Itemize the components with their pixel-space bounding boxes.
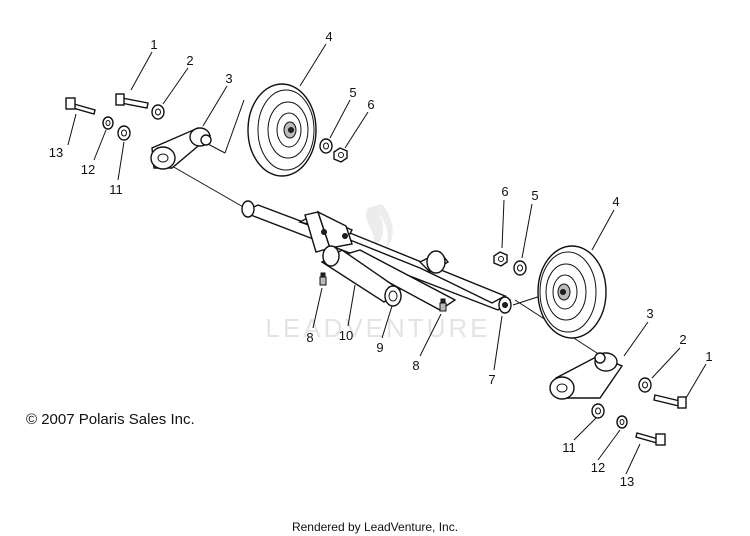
idler-wheel-left — [247, 83, 317, 177]
bolt-left-upper — [115, 93, 149, 109]
lock-washer-right — [616, 415, 628, 429]
pivot-tube — [320, 245, 450, 307]
washer-right-upper — [638, 377, 652, 393]
callout-8-right: 8 — [412, 358, 419, 373]
callout-6-left: 6 — [367, 97, 374, 112]
callout-11-left: 11 — [109, 182, 123, 197]
callout-13-right: 13 — [620, 474, 634, 489]
nut-wheel-right — [493, 251, 508, 267]
callout-5-right: 5 — [531, 188, 538, 203]
washer-wheel-right — [513, 260, 527, 276]
a-arm-frame — [298, 210, 507, 311]
callout-12-right: 12 — [591, 460, 605, 475]
flat-washer-right — [591, 403, 605, 419]
callout-4-left: 4 — [325, 29, 332, 44]
washer-wheel-left — [319, 138, 333, 154]
callout-labels: 1 2 3 4 5 6 13 12 11 6 5 4 3 2 1 8 10 9 … — [49, 29, 713, 489]
callout-13-left: 13 — [49, 145, 63, 160]
flat-washer-left — [117, 125, 131, 141]
idler-wheel-right — [537, 245, 607, 339]
watermark-text: LEADVENTURE — [265, 313, 490, 343]
idler-arm-right — [549, 352, 624, 400]
callout-10: 10 — [339, 328, 353, 343]
callout-3-left: 3 — [225, 71, 232, 86]
callout-1-left: 1 — [150, 37, 157, 52]
callout-9: 9 — [376, 340, 383, 355]
callout-7: 7 — [488, 372, 495, 387]
rendered-by-footer: Rendered by LeadVenture, Inc. — [292, 520, 458, 534]
leader-lines — [67, 43, 707, 475]
callout-2-left: 2 — [186, 53, 193, 68]
callout-3-right: 3 — [646, 306, 653, 321]
callout-5-left: 5 — [349, 85, 356, 100]
lock-washer-left — [102, 116, 114, 130]
nut-wheel-left — [333, 147, 348, 163]
callout-12-left: 12 — [81, 162, 95, 177]
callout-4-right: 4 — [612, 194, 619, 209]
callout-1-right: 1 — [705, 349, 712, 364]
bolt-left-lower — [65, 97, 96, 115]
bolt-right-lower — [635, 432, 666, 446]
callout-11-right: 11 — [562, 440, 576, 455]
bolt-right-upper — [653, 394, 687, 409]
copyright-text: © 2007 Polaris Sales Inc. — [26, 411, 195, 428]
grease-fitting-left — [319, 272, 327, 286]
idler-arm-left — [150, 127, 212, 170]
watermark-logo: LEADVENTURE — [265, 204, 490, 343]
callout-2-right: 2 — [679, 332, 686, 347]
washer-left-upper — [151, 104, 165, 120]
callout-8-left: 8 — [306, 330, 313, 345]
grease-fitting-right — [439, 298, 447, 312]
callout-6-right: 6 — [501, 184, 508, 199]
